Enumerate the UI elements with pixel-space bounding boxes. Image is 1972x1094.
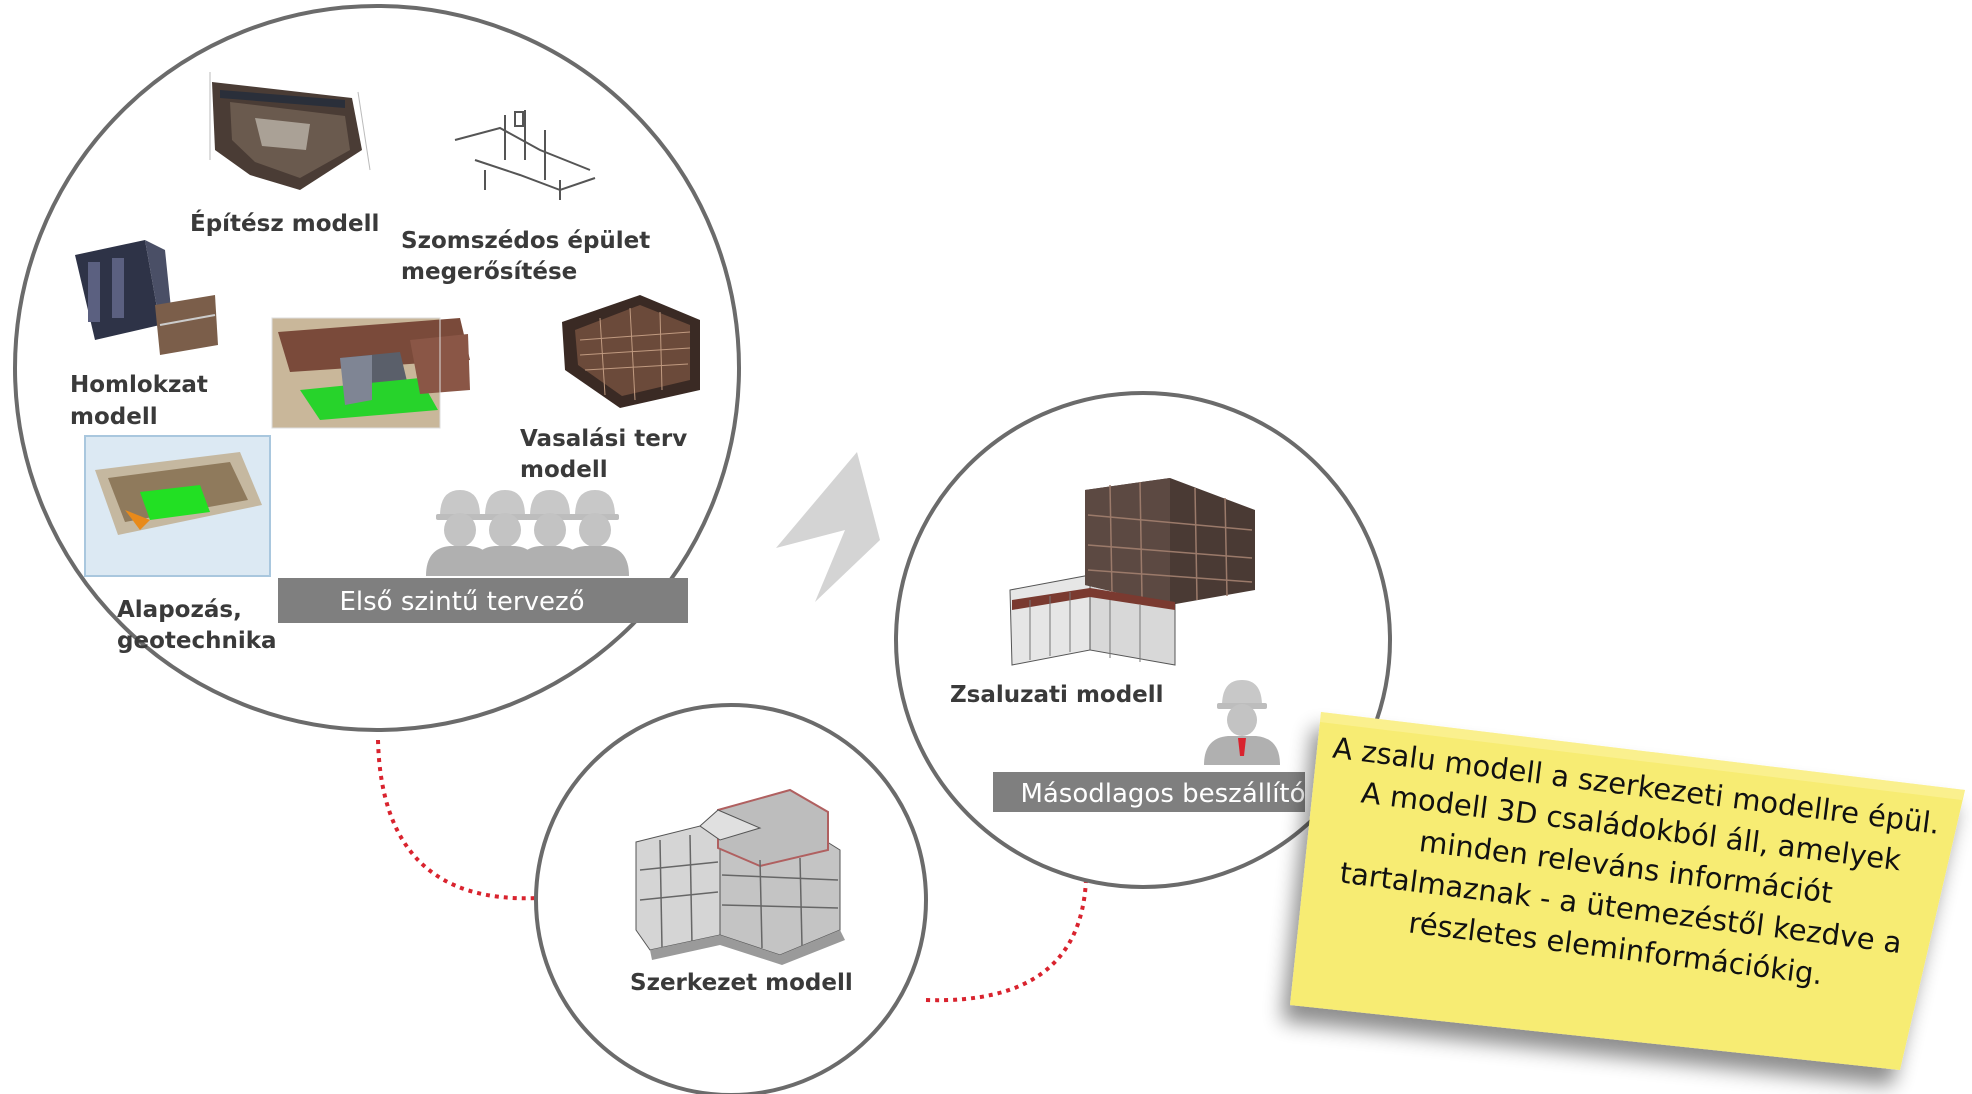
architect-model-label: Építész modell: [190, 209, 379, 237]
flow-arrow-icon: [776, 452, 880, 602]
architect-model-image: [209, 72, 371, 190]
first-level-designer-circle: Építész modell Szomszédos épület megerős…: [13, 4, 741, 732]
foundation-label-2: geotechnika: [117, 628, 277, 654]
formwork-model-image: [1009, 478, 1255, 666]
structural-model-circle: Szerkezet modell: [534, 703, 928, 1094]
first-level-banner-text: Első szintű tervező: [339, 587, 584, 617]
facade-model-label-2: modell: [70, 404, 158, 430]
neighbor-building-image: [454, 110, 596, 200]
facade-model-label-1: Homlokzat: [70, 372, 208, 398]
sticky-note: [1290, 712, 1965, 1070]
secondary-supplier-circle: Zsaluzati modell Másodlagos beszállító: [894, 391, 1392, 889]
structural-model-label: Szerkezet modell: [630, 970, 853, 996]
formwork-model-label: Zsaluzati modell: [950, 682, 1164, 708]
neighbor-building-label-1: Szomszédos épület: [401, 228, 650, 254]
foundation-model-image: [84, 435, 271, 577]
connector-left: [376, 739, 539, 901]
rebar-model-label-1: Vasalási terv: [520, 426, 687, 452]
first-level-banner: [278, 578, 688, 623]
secondary-supplier-banner-text: Másodlagos beszállító: [1020, 779, 1305, 809]
sticky-note-text: A zsalu modell a szerkezeti modellre épü…: [1331, 731, 1942, 992]
rebar-model-label-2: modell: [520, 457, 608, 483]
facade-model-image: [75, 240, 218, 355]
neighbor-building-label-2: megerősítése: [401, 259, 577, 285]
site-model-image: [271, 317, 470, 429]
connector-right: [925, 879, 1088, 1003]
foundation-label-1: Alapozás,: [117, 597, 242, 623]
worker-icon: [1204, 680, 1280, 765]
structural-model-image: [635, 788, 845, 965]
secondary-supplier-banner: [993, 772, 1305, 812]
rebar-model-image: [562, 295, 700, 408]
